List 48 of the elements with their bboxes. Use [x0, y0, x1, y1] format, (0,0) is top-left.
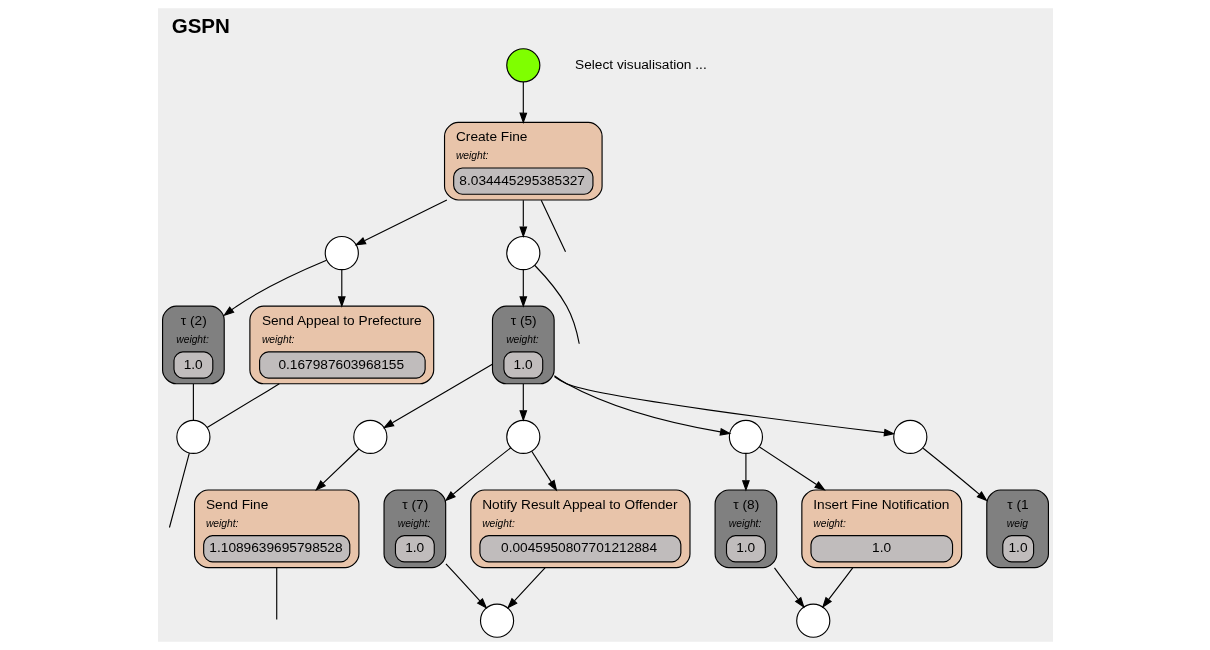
connector — [533, 264, 580, 345]
node-circle — [352, 419, 387, 454]
node-box: Create Fine weight: 8.034445295385327 — [443, 121, 603, 201]
node-circle — [175, 419, 210, 454]
node-circle — [324, 235, 359, 271]
diagram-title: GSPN — [171, 13, 230, 37]
arrow — [518, 269, 527, 308]
connector — [540, 199, 566, 253]
node-box: τ (7) weight: 1.0 — [382, 489, 446, 569]
node-box: τ (5) weight: 1.0 — [491, 305, 555, 385]
arrow — [821, 567, 853, 609]
arrow — [506, 567, 546, 609]
connector — [275, 567, 277, 621]
node-box: Insert Fine Notification weight: 1.0 — [800, 489, 962, 569]
arrow — [518, 383, 527, 422]
node-box: Send Appeal to Prefecture weight: 0.167987603968155 — [248, 305, 434, 385]
node-box: τ (8) weight: 1.0 — [714, 489, 777, 569]
arrow — [553, 375, 731, 436]
node-box: Notify Result Appeal to Offender weight: 0.0045950807701212884 — [469, 489, 691, 569]
connector — [206, 383, 280, 428]
node-box: Send Fine weight: 1.1089639695798528 — [193, 489, 359, 569]
node-circle — [505, 48, 540, 83]
node-box: τ (2) weight: 1.0 — [161, 305, 225, 385]
node-circle — [728, 419, 763, 454]
node-circle — [795, 603, 830, 638]
node-circle — [505, 235, 540, 271]
node-circle — [479, 603, 514, 638]
arrow — [741, 453, 750, 492]
arrow — [553, 376, 895, 437]
arrow — [518, 199, 527, 238]
arrow — [382, 363, 493, 429]
arrow — [758, 446, 826, 491]
arrow — [518, 81, 527, 125]
arrow — [222, 259, 327, 317]
connector — [168, 452, 190, 529]
arrow — [354, 199, 447, 246]
arrow — [530, 450, 557, 492]
arrow — [337, 269, 346, 308]
arrow — [922, 447, 988, 502]
label: Select visualisation ... — [574, 56, 707, 72]
arrow — [773, 567, 805, 609]
arrow — [314, 448, 359, 491]
node-box: τ (1 weig 1.0 — [985, 489, 1049, 569]
connector — [192, 383, 194, 421]
node-circle — [505, 419, 540, 454]
arrow — [444, 447, 511, 502]
node-circle — [892, 419, 927, 454]
arrow — [444, 563, 487, 609]
